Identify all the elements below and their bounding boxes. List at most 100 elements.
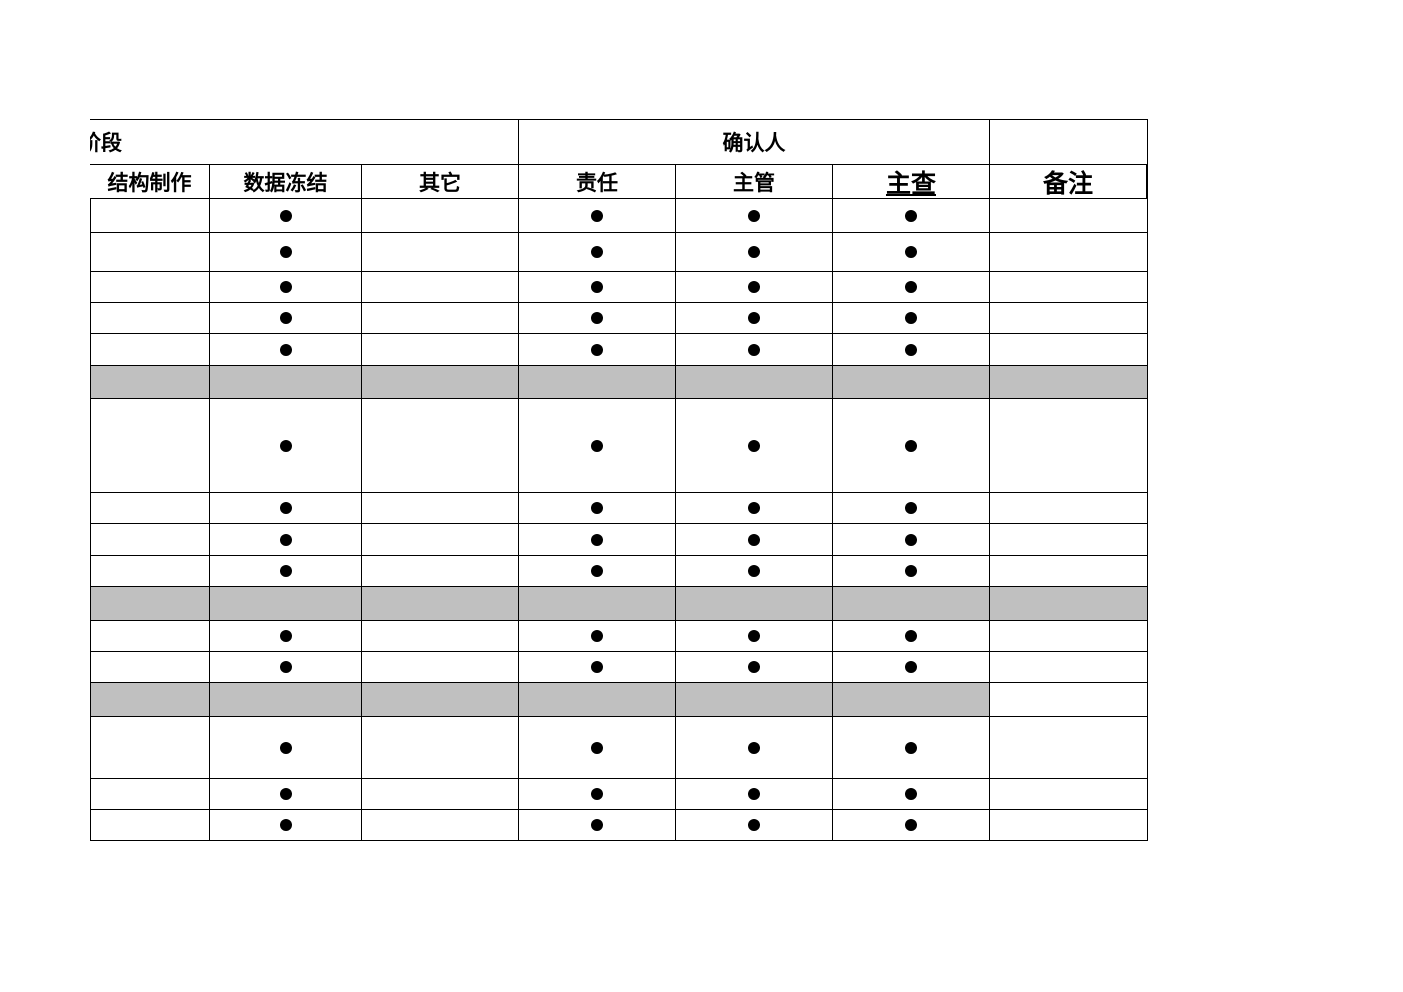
table-cell[interactable]: ●	[833, 556, 990, 586]
table-cell[interactable]	[362, 652, 519, 682]
table-cell[interactable]: ●	[210, 399, 362, 492]
table-cell[interactable]	[210, 366, 362, 398]
table-cell[interactable]: ●	[519, 717, 676, 778]
table-cell[interactable]	[90, 524, 210, 555]
table-cell[interactable]	[90, 652, 210, 682]
table-cell[interactable]	[833, 683, 990, 716]
table-cell[interactable]	[90, 556, 210, 586]
table-cell[interactable]: ●	[519, 303, 676, 333]
table-cell[interactable]: ●	[676, 652, 833, 682]
table-cell[interactable]: ●	[210, 493, 362, 523]
table-cell[interactable]	[990, 199, 1148, 232]
table-cell[interactable]: ●	[210, 621, 362, 651]
table-cell[interactable]	[990, 493, 1148, 523]
table-cell[interactable]: ●	[833, 272, 990, 302]
table-cell[interactable]	[90, 717, 210, 778]
table-cell[interactable]	[676, 366, 833, 398]
table-cell[interactable]	[362, 524, 519, 555]
confirm-group-header[interactable]: 确认人	[519, 120, 990, 164]
table-cell[interactable]: ●	[210, 810, 362, 840]
table-cell[interactable]	[90, 587, 210, 620]
table-cell[interactable]	[90, 272, 210, 302]
table-cell[interactable]: ●	[676, 621, 833, 651]
table-cell[interactable]	[519, 587, 676, 620]
table-cell[interactable]: ●	[676, 810, 833, 840]
table-cell[interactable]: ●	[833, 303, 990, 333]
table-cell[interactable]: ●	[519, 556, 676, 586]
table-cell[interactable]	[362, 556, 519, 586]
table-cell[interactable]	[90, 493, 210, 523]
table-cell[interactable]: ●	[676, 717, 833, 778]
table-cell[interactable]	[90, 233, 210, 271]
table-cell[interactable]	[990, 272, 1148, 302]
table-cell[interactable]: ●	[519, 652, 676, 682]
table-cell[interactable]	[990, 810, 1148, 840]
table-cell[interactable]	[990, 524, 1148, 555]
table-cell[interactable]	[990, 683, 1148, 716]
col-header-responsible[interactable]: 责任	[519, 165, 676, 198]
table-cell[interactable]: ●	[210, 233, 362, 271]
table-cell[interactable]: ●	[210, 524, 362, 555]
table-cell[interactable]	[90, 303, 210, 333]
table-cell[interactable]: ●	[833, 810, 990, 840]
table-cell[interactable]: ●	[210, 779, 362, 809]
table-cell[interactable]	[990, 652, 1148, 682]
table-cell[interactable]: ●	[519, 779, 676, 809]
table-cell[interactable]: ●	[210, 334, 362, 365]
table-cell[interactable]	[90, 199, 210, 232]
table-cell[interactable]	[519, 366, 676, 398]
table-cell[interactable]: ●	[676, 556, 833, 586]
table-cell[interactable]: ●	[833, 199, 990, 232]
table-cell[interactable]	[990, 399, 1148, 492]
table-cell[interactable]: ●	[210, 199, 362, 232]
table-cell[interactable]: ●	[519, 272, 676, 302]
col-header-structure[interactable]: 结构制作	[90, 165, 210, 198]
table-cell[interactable]	[362, 621, 519, 651]
table-cell[interactable]: ●	[519, 399, 676, 492]
table-cell[interactable]: ●	[676, 779, 833, 809]
col-header-remarks[interactable]: 备注	[990, 165, 1148, 198]
table-cell[interactable]	[362, 233, 519, 271]
col-header-other[interactable]: 其它	[362, 165, 519, 198]
table-cell[interactable]: ●	[833, 621, 990, 651]
table-cell[interactable]	[990, 717, 1148, 778]
table-cell[interactable]: ●	[210, 717, 362, 778]
table-cell[interactable]	[362, 399, 519, 492]
table-cell[interactable]: ●	[833, 652, 990, 682]
table-cell[interactable]: ●	[519, 810, 676, 840]
table-cell[interactable]	[362, 493, 519, 523]
table-cell[interactable]: ●	[676, 272, 833, 302]
table-cell[interactable]: ●	[210, 303, 362, 333]
table-cell[interactable]	[990, 366, 1148, 398]
col-header-supervisor[interactable]: 主管	[676, 165, 833, 198]
table-cell[interactable]: ●	[676, 334, 833, 365]
table-cell[interactable]	[990, 779, 1148, 809]
table-cell[interactable]	[362, 366, 519, 398]
table-cell[interactable]: ●	[676, 524, 833, 555]
table-cell[interactable]: ●	[676, 399, 833, 492]
table-cell[interactable]	[676, 683, 833, 716]
table-cell[interactable]	[362, 199, 519, 232]
table-cell[interactable]: ●	[676, 493, 833, 523]
table-cell[interactable]	[362, 683, 519, 716]
table-cell[interactable]	[990, 621, 1148, 651]
table-cell[interactable]: ●	[833, 233, 990, 271]
table-cell[interactable]	[210, 587, 362, 620]
col-header-data-freeze[interactable]: 数据冻结	[210, 165, 362, 198]
table-cell[interactable]	[90, 683, 210, 716]
col-header-chief-inspector[interactable]: 主查	[833, 165, 990, 198]
table-cell[interactable]: ●	[519, 199, 676, 232]
table-cell[interactable]: ●	[210, 272, 362, 302]
remarks-group-header[interactable]	[990, 120, 1148, 164]
table-cell[interactable]	[990, 556, 1148, 586]
table-cell[interactable]: ●	[833, 779, 990, 809]
table-cell[interactable]	[990, 587, 1148, 620]
table-cell[interactable]: ●	[519, 493, 676, 523]
table-cell[interactable]	[90, 621, 210, 651]
table-cell[interactable]	[90, 399, 210, 492]
table-cell[interactable]	[990, 233, 1148, 271]
table-cell[interactable]	[210, 683, 362, 716]
table-cell[interactable]	[362, 717, 519, 778]
table-cell[interactable]: ●	[676, 233, 833, 271]
table-cell[interactable]	[990, 334, 1148, 365]
